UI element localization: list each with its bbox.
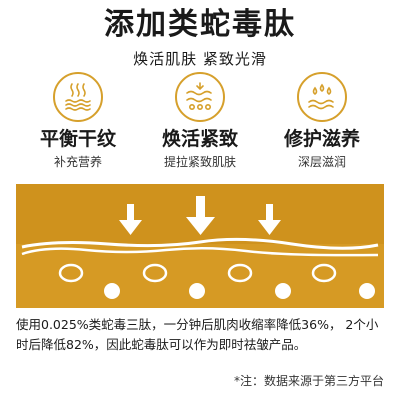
feature-title: 修护滋养 — [283, 128, 360, 150]
feature-title: 平衡干纹 — [39, 128, 116, 150]
feature-list: 平衡干纹 补充营养 焕活紧致 提拉紧致肌肤 — [0, 72, 400, 246]
cell-rings — [58, 263, 337, 283]
description-text: 使用0.025%类蛇毒三肽，一分钟后肌肉收缩率降低36%， 2个小时后降低82%… — [16, 317, 379, 352]
skin-line — [21, 237, 379, 250]
feature-item-firming: 焕活紧致 提拉紧致肌肤 — [140, 72, 260, 170]
skin-layer-icon — [175, 72, 225, 122]
skin-line — [21, 246, 379, 257]
feature-desc: 深层滋润 — [297, 155, 346, 169]
moisture-waves-icon — [53, 72, 103, 122]
feature-desc: 提拉紧致肌肤 — [163, 155, 236, 169]
feature-item-repair: 修护滋养 深层滋润 — [262, 72, 382, 170]
down-arrow-icon — [258, 204, 281, 235]
feature-desc: 补充营养 — [53, 155, 102, 169]
skin-diagram — [16, 184, 384, 308]
feature-title: 焕活紧致 — [161, 128, 238, 150]
droplets-icon — [297, 72, 347, 122]
data-source-note: *注：数据来源于第三方平台 — [233, 374, 384, 388]
down-arrows — [119, 196, 281, 235]
page-title: 添加类蛇毒肽 — [104, 7, 296, 42]
cell-dots — [104, 283, 375, 299]
down-arrow-icon — [186, 196, 215, 235]
page-subtitle: 焕活肌肤 紧致光滑 — [133, 50, 267, 68]
feature-item-balance: 平衡干纹 补充营养 — [18, 72, 138, 170]
down-arrow-icon — [119, 204, 142, 235]
